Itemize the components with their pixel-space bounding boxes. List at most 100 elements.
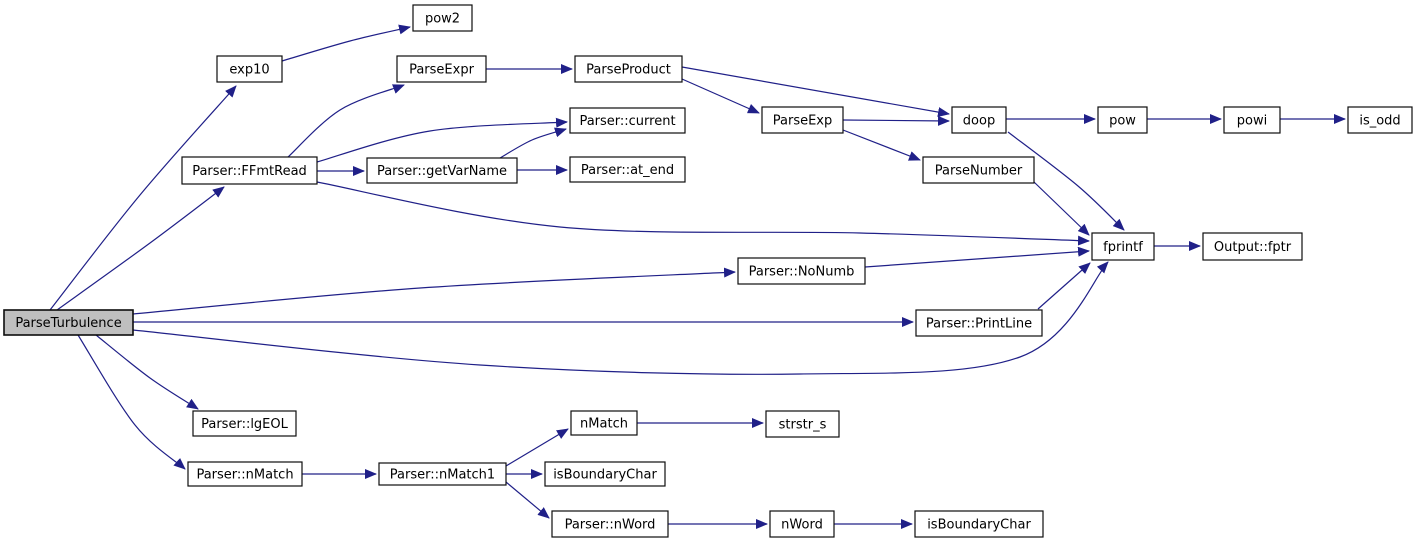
node-parser-printline[interactable]: Parser::PrintLine: [915, 309, 1043, 337]
node-box: [570, 410, 638, 436]
node-box: [181, 156, 318, 185]
edge-exp10-to-pow2: [281, 24, 411, 62]
node-is-odd[interactable]: is_odd: [1347, 106, 1413, 134]
node-label: exp10: [229, 63, 269, 78]
node-box: [1097, 106, 1148, 134]
edge-parse-turbulence-to-parser-ffmtread: [56, 186, 225, 311]
node-label: Output::fptr: [1214, 240, 1292, 255]
node-parser-nonumb[interactable]: Parser::NoNumb: [737, 257, 866, 285]
node-label: Parser::PrintLine: [926, 317, 1032, 332]
node-nword[interactable]: nWord: [769, 510, 835, 538]
node-isboundarychar-1[interactable]: isBoundaryChar: [544, 461, 666, 487]
node-powi[interactable]: powi: [1223, 106, 1281, 134]
node-parse-number[interactable]: ParseNumber: [922, 156, 1035, 184]
node-box: [737, 257, 866, 285]
edge-parse-product-to-doop: [681, 66, 950, 118]
node-box: [412, 4, 473, 32]
node-label: Parser::nWord: [565, 518, 656, 533]
node-parser-lgeol[interactable]: Parser::lgEOL: [192, 410, 297, 437]
node-label: doop: [963, 114, 995, 129]
node-label: Parser::nMatch1: [390, 468, 495, 483]
node-parse-exp[interactable]: ParseExp: [761, 106, 844, 134]
node-box: [574, 55, 683, 83]
node-label: ParseNumber: [935, 164, 1023, 179]
node-strstr-s[interactable]: strstr_s: [765, 410, 840, 438]
edge-parser-nonumb-to-fprintf: [864, 246, 1090, 268]
node-box: [769, 510, 835, 538]
node-nmatch[interactable]: nMatch: [570, 410, 638, 436]
edge-parse-turbulence-to-parser-nonumb: [132, 267, 736, 315]
node-label: Parser::nMatch: [196, 468, 293, 483]
node-label: ParseTurbulence: [15, 316, 121, 331]
node-isboundarychar-2[interactable]: isBoundaryChar: [914, 510, 1044, 538]
node-label: nWord: [781, 518, 823, 533]
node-box: [1347, 106, 1413, 134]
node-parser-current[interactable]: Parser::current: [569, 107, 686, 134]
edge-parse-exp-to-parse-number: [842, 129, 921, 161]
edge-parse-turbulence-to-parser-lgeol: [95, 334, 199, 410]
node-pow[interactable]: pow: [1097, 106, 1148, 134]
edge-parser-ffmtread-to-parse-expr: [287, 84, 405, 158]
node-output-fptr[interactable]: Output::fptr: [1202, 232, 1303, 261]
node-label: strstr_s: [779, 418, 827, 433]
node-box: [569, 107, 686, 134]
node-label: Parser::NoNumb: [749, 265, 855, 280]
node-label: pow2: [425, 12, 460, 27]
node-label: nMatch: [580, 417, 628, 432]
node-box: [3, 309, 134, 336]
edge-parser-nmatch1-to-nmatch: [505, 428, 569, 467]
node-box: [1223, 106, 1281, 134]
node-parse-turbulence[interactable]: ParseTurbulence: [3, 309, 134, 336]
edge-parser-getvarname-to-parser-current: [499, 127, 567, 159]
edge-parser-ffmtread-to-fprintf: [316, 181, 1090, 246]
node-label: ParseExp: [773, 114, 833, 129]
node-label: is_odd: [1359, 114, 1400, 129]
node-label: pow: [1109, 114, 1136, 129]
node-doop[interactable]: doop: [951, 106, 1007, 134]
node-parse-product[interactable]: ParseProduct: [574, 55, 683, 83]
node-parser-getvarname[interactable]: Parser::getVarName: [366, 157, 518, 184]
node-box: [551, 510, 669, 538]
node-fprintf[interactable]: fprintf: [1091, 232, 1155, 261]
node-box: [544, 461, 666, 487]
node-parser-nmatch[interactable]: Parser::nMatch: [187, 461, 303, 487]
node-box: [922, 156, 1035, 184]
node-box: [216, 55, 283, 83]
node-label: isBoundaryChar: [553, 468, 657, 483]
edge-parse-turbulence-to-exp10: [49, 85, 237, 311]
node-box: [187, 461, 303, 487]
node-box: [761, 106, 844, 134]
edge-parse-exp-to-doop: [842, 115, 950, 126]
node-label: fprintf: [1103, 240, 1143, 255]
node-label: Parser::at_end: [581, 163, 674, 178]
node-label: Parser::lgEOL: [201, 417, 289, 432]
edge-doop-to-fprintf: [1007, 131, 1125, 231]
node-parser-nmatch1[interactable]: Parser::nMatch1: [378, 462, 507, 486]
node-label: ParseProduct: [586, 63, 671, 78]
node-exp10[interactable]: exp10: [216, 55, 283, 83]
node-label: isBoundaryChar: [927, 518, 1031, 533]
node-box: [914, 510, 1044, 538]
edge-parser-printline-to-fprintf: [1037, 262, 1091, 310]
node-box: [378, 462, 507, 486]
node-label: ParseExpr: [409, 63, 474, 78]
node-label: Parser::getVarName: [377, 164, 507, 179]
edge-parser-nmatch1-to-parser-nword: [505, 481, 550, 519]
edge-parse-number-to-fprintf: [1033, 181, 1090, 236]
node-parser-at-end[interactable]: Parser::at_end: [569, 156, 686, 183]
node-box: [1202, 232, 1303, 261]
edges-layer: [49, 24, 1346, 529]
node-parser-ffmtread[interactable]: Parser::FFmtRead: [181, 156, 318, 185]
node-parser-nword[interactable]: Parser::nWord: [551, 510, 669, 538]
node-box: [366, 157, 518, 184]
node-box: [765, 410, 840, 438]
edge-parse-product-to-parse-exp: [681, 78, 760, 114]
edge-parse-turbulence-to-fprintf: [132, 261, 1109, 375]
node-pow2[interactable]: pow2: [412, 4, 473, 32]
node-parse-expr[interactable]: ParseExpr: [396, 55, 487, 83]
edge-parse-turbulence-to-parser-nmatch: [77, 334, 186, 470]
node-box: [915, 309, 1043, 337]
node-label: Parser::FFmtRead: [192, 164, 307, 179]
